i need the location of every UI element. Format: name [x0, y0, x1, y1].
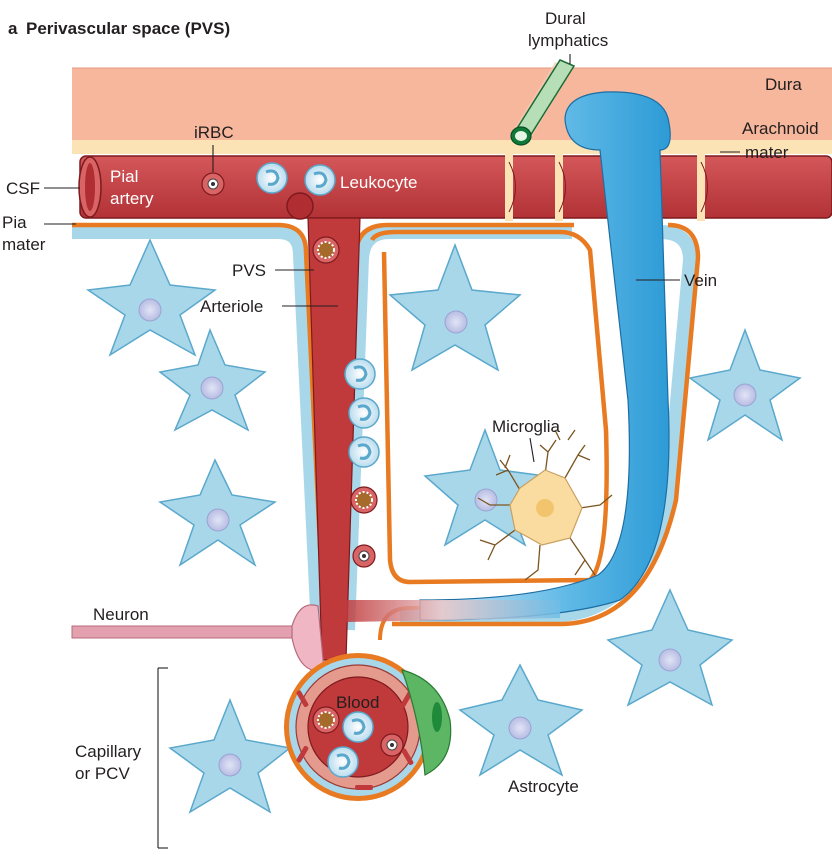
leukocyte-cell [328, 747, 358, 777]
dura-layer [72, 68, 832, 140]
label-arachnoid-1: Arachnoid [742, 119, 819, 138]
label-astrocyte: Astrocyte [508, 777, 579, 796]
microglia-nucleus [536, 499, 554, 517]
label-pia-mater-2: mater [2, 235, 46, 254]
schizont-cell [351, 487, 377, 513]
leukocyte-cell [345, 359, 375, 389]
arachnoid-layer [72, 140, 832, 154]
irbc-cell [353, 545, 375, 567]
leukocyte-cell [349, 398, 379, 428]
label-vein: Vein [684, 271, 717, 290]
label-leukocyte: Leukocyte [340, 173, 418, 192]
astrocyte [608, 590, 732, 705]
leukocyte-cell [343, 712, 373, 742]
label-irbc: iRBC [194, 123, 234, 142]
label-neuron: Neuron [93, 605, 149, 624]
label-pia-mater-1: Pia [2, 213, 27, 232]
label-capillary-1: Capillary [75, 742, 142, 761]
label-pvs: PVS [232, 261, 266, 280]
label-capillary-2: or PCV [75, 764, 130, 783]
label-pial-artery-1: Pial [110, 167, 138, 186]
label-dural-lymphatics-1: Dural [545, 9, 586, 28]
label-blood: Blood [336, 693, 379, 712]
panel-letter: a [8, 19, 18, 38]
arteriole [306, 215, 560, 660]
leukocyte-cell [257, 163, 287, 193]
astrocyte [88, 240, 215, 355]
schizont-cell [313, 237, 339, 263]
label-microglia: Microglia [492, 417, 561, 436]
leukocyte-cell [305, 165, 335, 195]
label-pial-artery-2: artery [110, 189, 154, 208]
pial-artery [79, 153, 832, 221]
label-arteriole: Arteriole [200, 297, 263, 316]
red-blood-cell [287, 193, 313, 219]
irbc-cell [381, 734, 403, 756]
label-arachnoid-2: mater [745, 143, 789, 162]
label-dural-lymphatics-2: lymphatics [528, 31, 608, 50]
astrocyte [390, 245, 520, 370]
irbc-cell [202, 173, 224, 195]
panel-title: Perivascular space (PVS) [26, 19, 230, 38]
label-dura: Dura [765, 75, 802, 94]
label-csf: CSF [6, 179, 40, 198]
leukocyte-cell [349, 437, 379, 467]
